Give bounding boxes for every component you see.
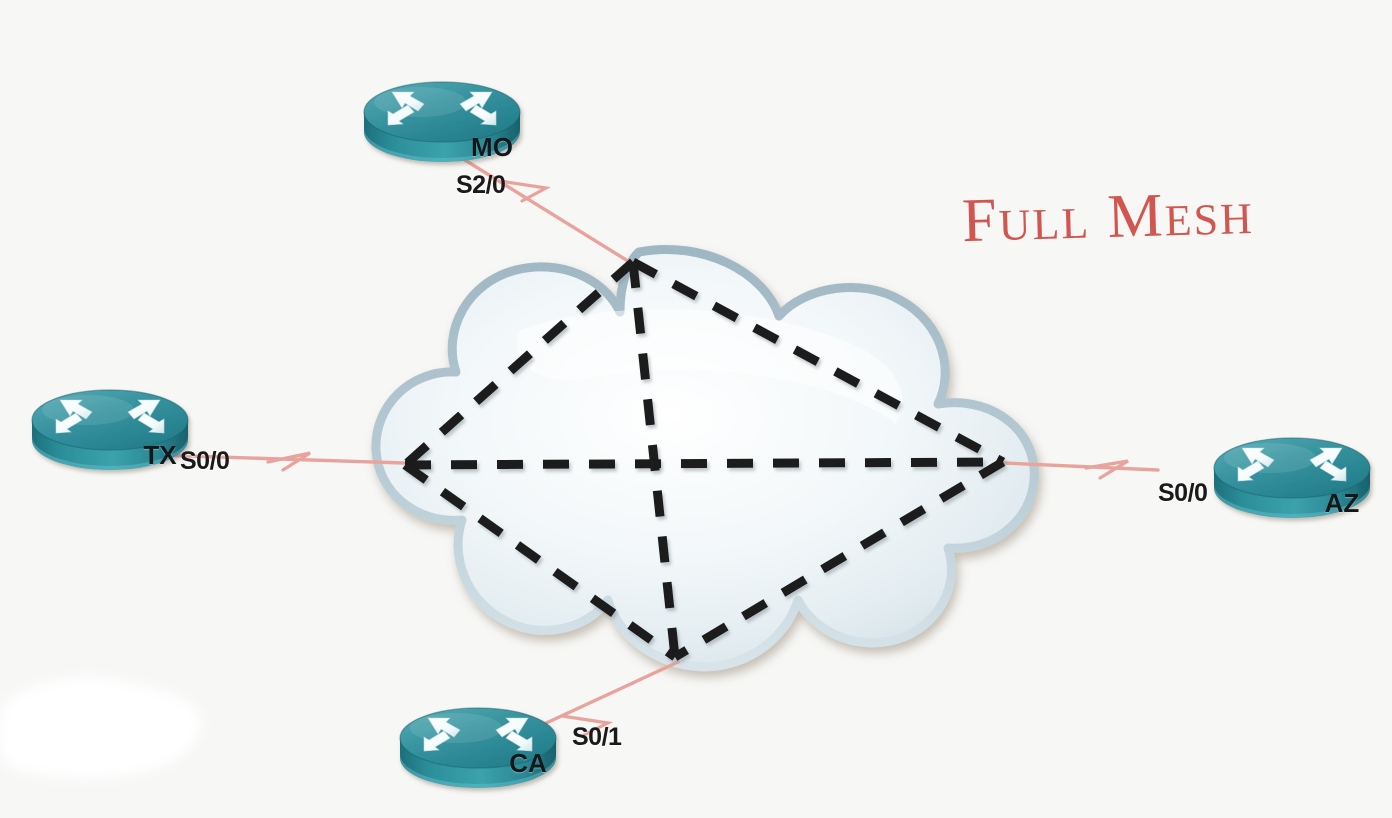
annotation-mesh-rest: ESH [1164,193,1255,246]
frame-relay-cloud [371,244,1039,672]
pvc-top-left [402,258,636,469]
interface-label-ca-s0-1: S0/1 [572,723,622,751]
pvc-right-bottom [672,458,1006,661]
annotation-spacer [1089,183,1108,251]
annotation-mesh-cap: M [1106,181,1166,251]
router-label-az: AZ [1324,488,1360,518]
interface-label-mo-s2-0: S2/0 [456,171,506,199]
pvc-left-bottom [402,461,678,661]
router-label-tx: TX [143,440,177,470]
serial-link-az [1002,459,1160,480]
interface-label-az-s0-0: S0/0 [1158,479,1208,507]
pvc-top-right [630,258,1006,466]
router-label-ca: CA [509,748,547,778]
pvc-left-right [404,457,1004,470]
eraser-smudge [0,677,202,779]
full-mesh-annotation: FULL MESH [961,178,1255,257]
interface-label-tx-s0-0: S0/0 [180,447,230,475]
annotation-full-rest: ULL [997,198,1091,251]
serial-link-mo [450,150,638,268]
serial-link-tx [156,451,406,472]
router-label-mo: MO [471,132,513,162]
mesh-pvc-links [402,258,1006,661]
annotation-full-cap: F [961,186,1000,256]
